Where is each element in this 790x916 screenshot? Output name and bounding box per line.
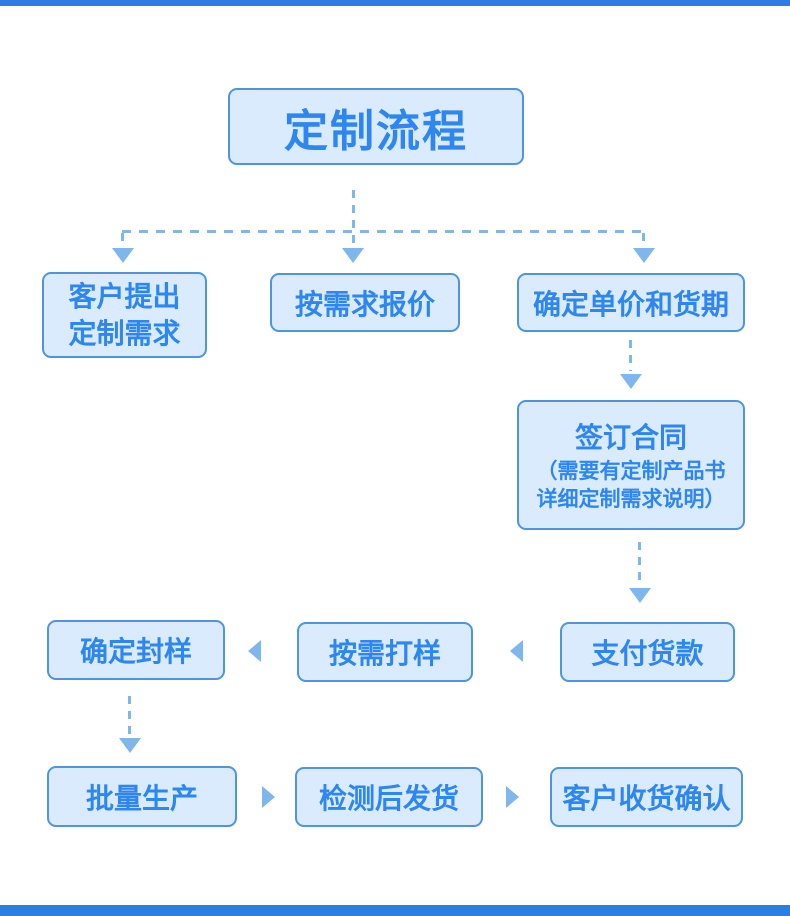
arrowhead-right-1-icon [262, 786, 275, 808]
node-ship-after-inspection: 检测后发货 [295, 767, 483, 827]
flow-title-label: 定制流程 [284, 106, 468, 156]
node-customer-receipt-confirmation: 客户收货确认 [550, 767, 743, 827]
node-pay-for-goods: 支付货款 [560, 622, 735, 682]
flow-title-node: 定制流程 [228, 88, 524, 165]
arrowhead-down-sign-icon [620, 374, 642, 389]
node-customer-receipt-confirmation-label: 客户收货确认 [562, 783, 731, 814]
node-sign-contract-label: 签订合同 [574, 422, 687, 453]
node-customer-request: 客户提出 定制需求 [42, 272, 207, 358]
connector-branch-left-stub [121, 233, 124, 248]
connector-sign-to-pay [638, 542, 641, 585]
bottom-trim-bar [0, 905, 790, 916]
connector-branch-horizontal [122, 230, 644, 233]
node-mass-production: 批量生产 [47, 766, 237, 827]
node-confirm-sealed-sample-label: 确定封样 [79, 636, 192, 667]
arrowhead-down-center-icon [342, 248, 364, 263]
connector-price-to-sign [629, 340, 632, 371]
arrowhead-down-left-icon [112, 248, 134, 263]
arrowhead-down-pay-icon [629, 588, 651, 603]
arrowhead-down-mass-icon [119, 738, 141, 753]
node-sample-on-demand: 按需打样 [297, 622, 473, 682]
node-confirm-sealed-sample: 确定封样 [47, 620, 225, 680]
node-ship-after-inspection-label: 检测后发货 [318, 783, 459, 814]
node-customer-request-label: 客户提出 定制需求 [68, 281, 181, 349]
node-sign-contract: 签订合同 （需要有定制产品书 详细定制需求说明） [517, 400, 745, 530]
connector-title-stem [352, 190, 355, 246]
connector-seal-to-mass [128, 696, 131, 736]
node-confirm-price-delivery: 确定单价和货期 [517, 273, 745, 332]
node-sample-on-demand-label: 按需打样 [328, 638, 441, 669]
node-pay-for-goods-label: 支付货款 [591, 638, 704, 669]
node-quote-on-demand-label: 按需求报价 [294, 288, 435, 320]
node-sign-contract-note: （需要有定制产品书 详细定制需求说明） [536, 460, 726, 511]
arrowhead-left-1-icon [248, 640, 261, 662]
node-confirm-price-delivery-label: 确定单价和货期 [532, 288, 729, 320]
node-quote-on-demand: 按需求报价 [270, 273, 460, 332]
top-trim-bar [0, 0, 790, 6]
arrowhead-left-2-icon [510, 640, 523, 662]
arrowhead-down-right-icon [633, 248, 655, 263]
connector-branch-right-stub [642, 233, 645, 248]
node-mass-production-label: 批量生产 [85, 782, 198, 814]
arrowhead-right-2-icon [506, 786, 519, 808]
